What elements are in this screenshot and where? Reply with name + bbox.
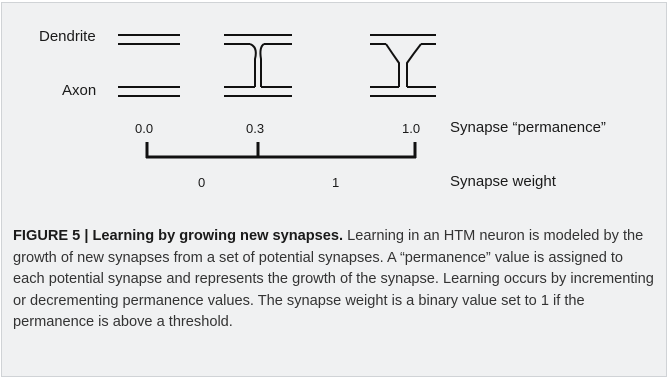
- permanence-tick-2: 1.0: [402, 121, 421, 136]
- weight-tick-1: 1: [332, 175, 340, 190]
- axon-label: Axon: [62, 82, 97, 99]
- synapse-stage-full: [370, 34, 436, 97]
- figure-caption-label: FIGURE 5 | Learning by growing new synap…: [13, 228, 344, 244]
- permanence-scale-bar: [145, 142, 417, 159]
- figure-caption-text: Learning in an HTM neuron is modeled by …: [13, 228, 654, 330]
- synapse-stage-partial: [224, 34, 292, 97]
- figure-caption: FIGURE 5 | Learning by growing new synap…: [13, 226, 658, 334]
- synapse-stage-none: [118, 34, 180, 97]
- weight-tick-0: 0: [198, 175, 206, 190]
- dendrite-label: Dendrite: [39, 28, 96, 45]
- permanence-title: Synapse “permanence”: [450, 119, 606, 136]
- weight-title: Synapse weight: [450, 173, 556, 190]
- permanence-tick-0: 0.0: [135, 121, 154, 136]
- permanence-tick-1: 0.3: [246, 121, 265, 136]
- synapse-diagram: [118, 34, 436, 159]
